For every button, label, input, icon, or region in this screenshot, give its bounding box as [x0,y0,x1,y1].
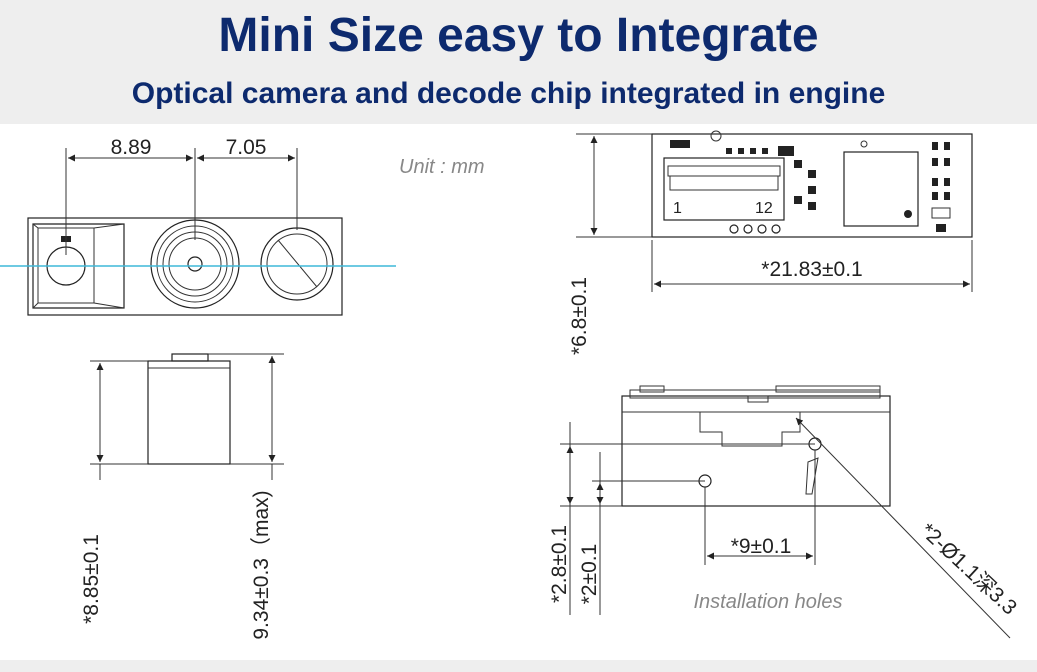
bottom-view: *2.8±0.1 *2±0.1 *9±0.1 *2-Ø1.1深3.3 Insta… [548,385,1021,639]
top-view: 1 12 *21.83± [568,130,973,355]
pin-label-last: 12 [755,200,773,217]
dim-top-height: *6.8±0.1 [568,277,591,355]
top-view-outline [651,133,973,238]
dim-side-height: *8.85±0.1 [80,534,103,624]
header-banner [0,0,1037,124]
unit-note: Unit : mm [399,156,485,178]
dim-hole-height-b: *2±0.1 [578,544,601,605]
illumination-lens [260,227,334,301]
dim-side-height-max: 9.34±0.3（max) [250,490,273,639]
decode-chip [843,151,919,227]
pin-label-first: 1 [673,200,682,217]
dim-front-right: 7.05 [226,136,267,159]
side-view: *8.85±0.1 9.34±0.3（max) [80,353,284,640]
page-subtitle: Optical camera and decode chip integrate… [131,77,886,110]
front-view: 8.89 7.05 [0,136,396,316]
connector [663,157,785,221]
dim-top-width: *21.83±0.1 [761,258,862,281]
footer-bar [0,660,1037,672]
hole-spec-leader [795,417,1011,639]
page-title: Mini Size easy to Integrate [218,9,819,62]
installation-note: Installation holes [694,591,843,613]
side-view-outline [147,360,231,465]
dim-front-left: 8.89 [111,136,152,159]
dim-hole-spacing: *9±0.1 [731,535,792,558]
dim-hole-height-a: *2.8±0.1 [548,525,571,603]
hole-spec: *2-Ø1.1深3.3 [916,519,1021,619]
